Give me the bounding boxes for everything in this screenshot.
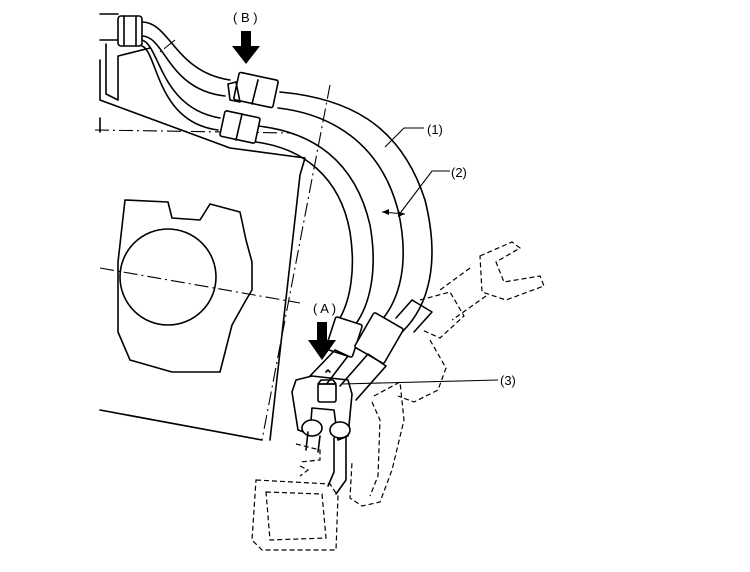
bracket-3 [291,369,353,441]
callout-b-label: ( B ) [233,10,258,25]
callout-1-label: (1) [427,122,443,137]
callout-2-label: (2) [451,165,467,180]
upper-bracket [99,13,151,101]
gear-boss [117,199,253,373]
arrow-b [232,31,260,64]
lower-fittings [309,299,433,401]
leader-lines [341,127,499,385]
shift-lever-mechanism [295,241,545,507]
cable-2 [141,39,374,326]
lower-link [251,431,347,551]
cable-1 [141,21,433,333]
engine-block-outline [94,39,331,441]
callout-a-label: ( A ) [313,301,336,316]
callout-3-label: (3) [500,373,516,388]
arrow-a [308,322,336,360]
